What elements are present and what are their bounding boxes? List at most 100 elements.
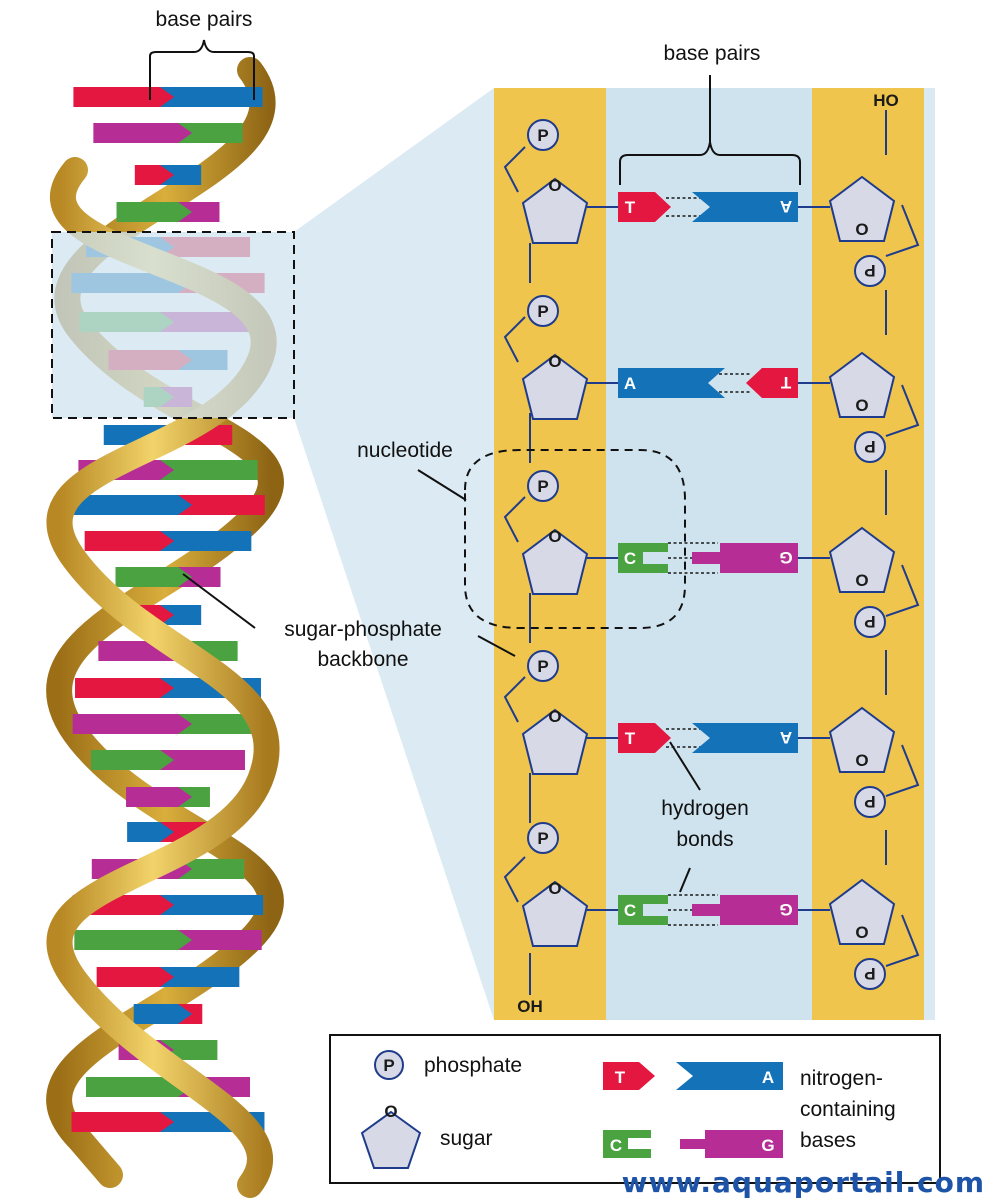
helix-rung-notch	[178, 1004, 192, 1024]
helix-rung-base-left	[127, 822, 160, 842]
right-sugar-oxygen: O	[855, 396, 868, 415]
helix-rung	[134, 165, 202, 185]
left-phosphate	[527, 470, 559, 502]
left-sugar-oxygen: O	[548, 352, 561, 371]
legend-adenine-shape	[676, 1062, 783, 1090]
left-base-pairs-bracket	[149, 39, 255, 100]
base-right-letter: G	[779, 548, 792, 567]
legend-sugar-oxygen: O	[384, 1102, 397, 1121]
helix-rung-notch	[160, 460, 174, 480]
base-right-letter: T	[780, 373, 791, 392]
helix-rung	[116, 202, 220, 222]
legend-sugar-label: sugar	[440, 1127, 493, 1150]
legend-cytosine-shape	[603, 1130, 651, 1158]
helix-rung-notch	[160, 531, 174, 551]
base-thymine	[618, 723, 671, 753]
helix-rung-base-right	[178, 787, 210, 807]
helix-rung	[133, 1004, 203, 1024]
helix-rung-base-right	[160, 750, 245, 770]
left-phosphate-letter: P	[537, 126, 548, 145]
helix-rung	[84, 531, 252, 551]
left-phosphate-letter: P	[537, 829, 548, 848]
helix-rung-base-left	[71, 495, 178, 515]
helix-rung-base-left	[93, 123, 178, 143]
top-hydroxyl: HO	[873, 91, 899, 110]
zoom-selection-box	[51, 231, 295, 419]
left-sugar	[521, 708, 589, 775]
right-phosphate	[854, 786, 886, 818]
helix-rung-base-right	[178, 202, 220, 222]
helix-rung-base-left	[71, 1112, 160, 1132]
hbonds-label-line2: bonds	[676, 828, 733, 851]
watermark: www.aquaportail.com	[622, 1166, 985, 1199]
legend-phosphate-letter: P	[383, 1056, 394, 1075]
helix-rung-base-right	[160, 460, 258, 480]
helix-rung-base-left	[72, 714, 178, 734]
helix-rung-base-left	[84, 531, 160, 551]
helix-rung-base-left	[134, 165, 160, 185]
helix-rung-base-left	[116, 202, 178, 222]
base-left-letter: A	[624, 374, 636, 393]
helix-rung-base-right	[178, 714, 264, 734]
hbonds-label-line1: hydrogen	[661, 797, 749, 820]
left-sugar-oxygen: O	[548, 879, 561, 898]
left-sugar-oxygen: O	[548, 176, 561, 195]
left-phosphate-letter: P	[537, 477, 548, 496]
helix-rung-notch	[178, 787, 192, 807]
helix-rung-notch	[160, 895, 174, 915]
helix-rung-base-right	[160, 895, 264, 915]
helix-rung-notch	[160, 1112, 174, 1132]
backbone-label-line2: backbone	[317, 648, 408, 671]
legend-phosphate-label: phosphate	[424, 1054, 522, 1077]
backbone-bonds	[503, 110, 920, 995]
base-right-letter: G	[779, 900, 792, 919]
right-phosphate-letter: P	[864, 964, 875, 983]
helix-rung-notch	[160, 87, 174, 107]
helix-rung-base-right	[160, 605, 202, 625]
right-phosphate	[854, 431, 886, 463]
helix-rung-base-left	[115, 567, 178, 587]
helix-rung-base-left	[73, 87, 160, 107]
right-sugar-oxygen: O	[855, 571, 868, 590]
helix-rung-notch	[160, 822, 174, 842]
legend-bases-line3: bases	[800, 1129, 856, 1152]
right-phosphate-letter: P	[864, 612, 875, 631]
base-adenine	[692, 723, 798, 753]
nucleotide-label: nucleotide	[357, 439, 453, 462]
helix-rung-base-left	[126, 787, 178, 807]
legend-sugar-symbol	[360, 1110, 422, 1169]
helix-rung-base-right	[160, 531, 252, 551]
helix-rung-notch	[178, 123, 192, 143]
helix-rung-notch	[178, 202, 192, 222]
right-phosphate-letter: P	[864, 792, 875, 811]
helix-rung	[96, 967, 240, 987]
nucleotide-pointer	[417, 469, 467, 501]
left-phosphate	[527, 119, 559, 151]
helix-rung-base-right	[178, 567, 221, 587]
right-sugar	[828, 706, 896, 773]
left-phosphate	[527, 295, 559, 327]
base-guanine	[692, 543, 798, 573]
base-adenine	[618, 368, 725, 398]
backbone-label-line1: sugar-phosphate	[284, 618, 442, 641]
helix-rung-base-right	[178, 930, 262, 950]
backbone-pointer-right	[477, 635, 516, 657]
helix-rung	[73, 87, 263, 107]
backbone-pointer-left	[182, 573, 256, 629]
helix-rung	[91, 750, 245, 770]
right-sugar-oxygen: O	[855, 220, 868, 239]
helix-rung-base-right	[178, 495, 265, 515]
helix-rung	[71, 495, 265, 515]
left-sugar	[521, 880, 589, 947]
legend-thymine-letter: T	[615, 1068, 626, 1087]
left-sugar-oxygen: O	[548, 527, 561, 546]
left-phosphate	[527, 822, 559, 854]
legend-cytosine-letter: C	[610, 1136, 622, 1155]
helix-rung-notch	[160, 605, 174, 625]
helix-rung-base-left	[91, 750, 160, 770]
